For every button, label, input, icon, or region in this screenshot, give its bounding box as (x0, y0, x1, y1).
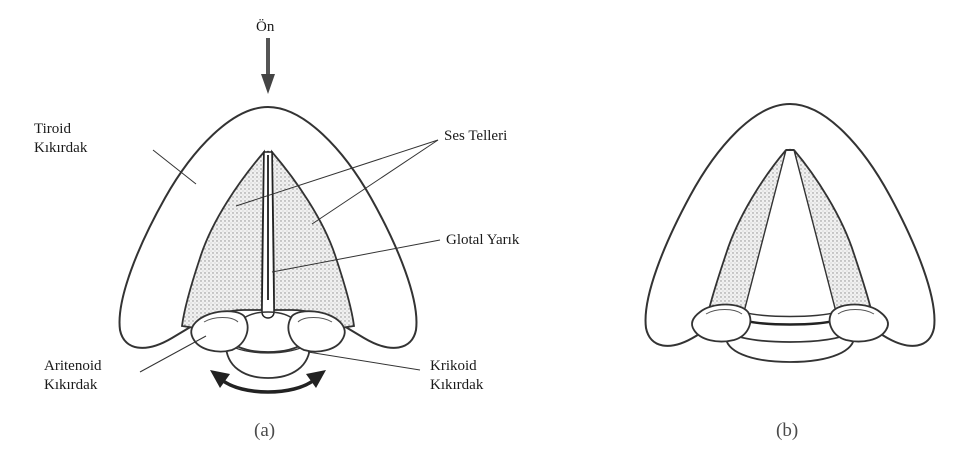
caption-b: (b) (776, 420, 798, 442)
panel-a-larynx (120, 38, 440, 392)
label-arytenoid: Aritenoid Kıkırdak (44, 357, 102, 395)
label-cricoid: Krikoid Kıkırdak (430, 357, 483, 395)
label-front: Ön (256, 18, 274, 37)
label-vocal-cords: Ses Telleri (444, 127, 507, 146)
caption-a: (a) (254, 420, 275, 442)
cricoid-cartilage-b (726, 332, 855, 362)
front-arrow-icon (261, 38, 275, 94)
label-arytenoid-line2: Kıkırdak (44, 376, 102, 395)
label-cricoid-line2: Kıkırdak (430, 376, 483, 395)
label-cricoid-line1: Krikoid (430, 357, 483, 376)
label-thyroid: Tiroid Kıkırdak (34, 120, 87, 158)
panel-b-larynx (646, 104, 935, 362)
label-glottal-slit: Glotal Yarık (446, 231, 519, 250)
label-thyroid-line1: Tiroid (34, 120, 87, 139)
label-arytenoid-line1: Aritenoid (44, 357, 102, 376)
label-thyroid-line2: Kıkırdak (34, 139, 87, 158)
